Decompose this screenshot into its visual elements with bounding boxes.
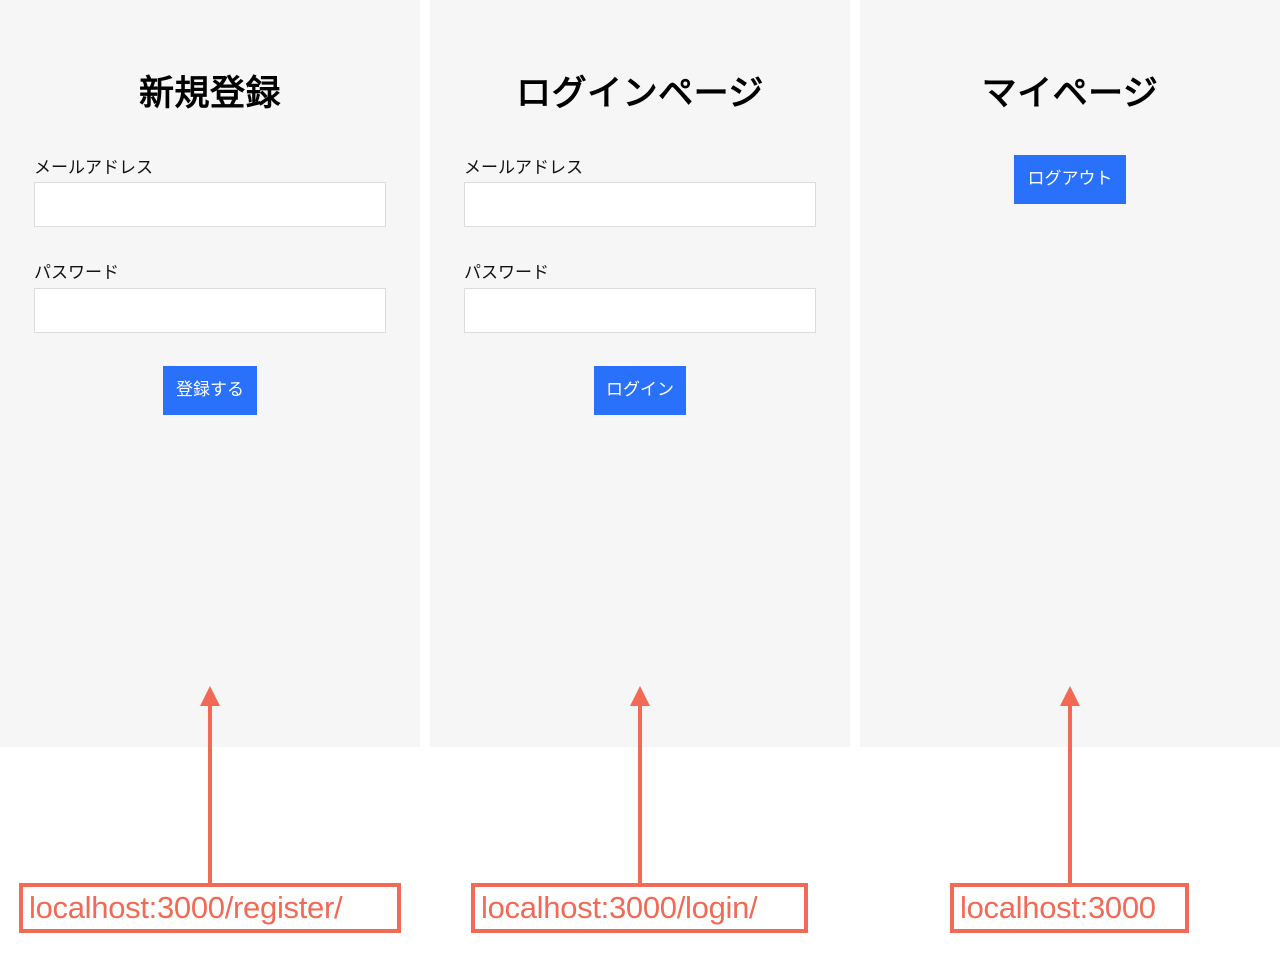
- login-url-label: localhost:3000/login/: [471, 883, 808, 933]
- logout-button[interactable]: ログアウト: [1014, 155, 1126, 204]
- mypage-url-label: localhost:3000: [950, 883, 1189, 933]
- register-page-panel: 新規登録 メールアドレス パスワード 登録する: [0, 0, 420, 747]
- page-title: ログインページ: [516, 74, 764, 114]
- page-title: マイページ: [981, 74, 1159, 114]
- register-url-label: localhost:3000/register/: [19, 883, 401, 933]
- annotation-arrow-line: [208, 704, 212, 884]
- login-page-panel: ログインページ メールアドレス パスワード ログイン: [430, 0, 850, 747]
- password-label: パスワード: [34, 263, 119, 283]
- annotation-arrow-line: [638, 704, 642, 884]
- email-input[interactable]: [464, 182, 816, 227]
- page-title: 新規登録: [138, 74, 281, 114]
- arrow-up-icon: [200, 686, 220, 706]
- arrow-up-icon: [630, 686, 650, 706]
- password-label: パスワード: [464, 263, 549, 283]
- email-input[interactable]: [34, 182, 386, 227]
- arrow-up-icon: [1060, 686, 1080, 706]
- mypage-panel: マイページ ログアウト: [860, 0, 1280, 747]
- register-button[interactable]: 登録する: [163, 366, 257, 415]
- password-input[interactable]: [464, 288, 816, 333]
- email-label: メールアドレス: [464, 158, 583, 178]
- annotation-arrow-line: [1068, 704, 1072, 884]
- login-button[interactable]: ログイン: [594, 366, 686, 415]
- password-input[interactable]: [34, 288, 386, 333]
- email-label: メールアドレス: [34, 158, 153, 178]
